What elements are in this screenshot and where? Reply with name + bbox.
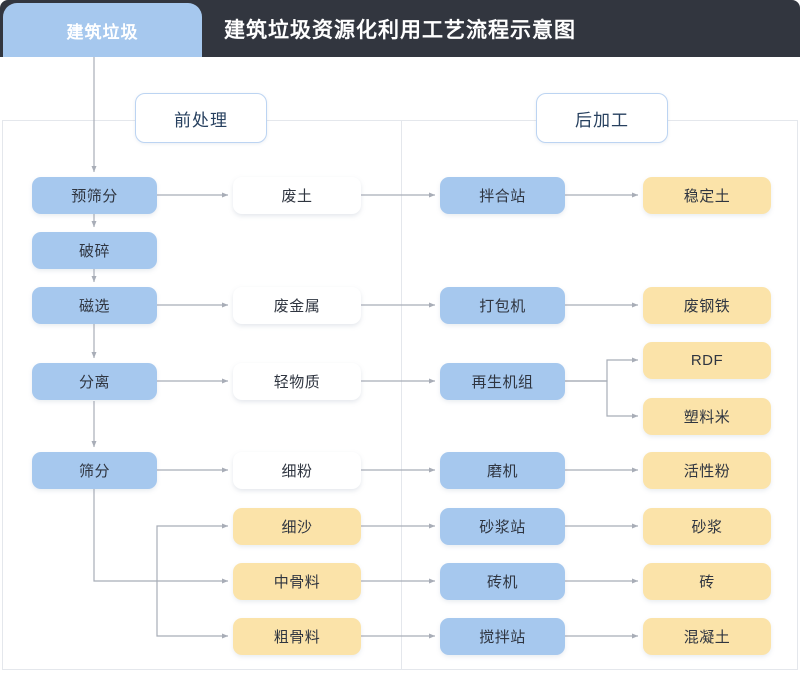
node-separate[interactable]: 分离 (32, 363, 157, 400)
node-scrap-steel[interactable]: 废钢铁 (643, 287, 771, 324)
node-active-powder[interactable]: 活性粉 (643, 452, 771, 489)
node-concrete-station[interactable]: 搅拌站 (440, 618, 565, 655)
page-title: 建筑垃圾资源化利用工艺流程示意图 (224, 18, 576, 42)
node-crush[interactable]: 破碎 (32, 232, 157, 269)
node-fine-sand[interactable]: 细沙 (233, 508, 361, 545)
node-coarse-aggregate[interactable]: 粗骨料 (233, 618, 361, 655)
node-fine-powder[interactable]: 细粉 (233, 452, 361, 489)
node-mortar[interactable]: 砂浆 (643, 508, 771, 545)
node-magnetic[interactable]: 磁选 (32, 287, 157, 324)
node-brick[interactable]: 砖 (643, 563, 771, 600)
node-brick-machine[interactable]: 砖机 (440, 563, 565, 600)
node-pre-screen[interactable]: 预筛分 (32, 177, 157, 214)
node-regen-unit[interactable]: 再生机组 (440, 363, 565, 400)
node-baler[interactable]: 打包机 (440, 287, 565, 324)
node-concrete[interactable]: 混凝土 (643, 618, 771, 655)
section-label-pre-processing: 前处理 (135, 93, 267, 143)
node-mid-aggregate[interactable]: 中骨料 (233, 563, 361, 600)
header-tab-construction-waste: 建筑垃圾 (3, 3, 202, 57)
node-screen[interactable]: 筛分 (32, 452, 157, 489)
node-waste-soil[interactable]: 废土 (233, 177, 361, 214)
node-light-matter[interactable]: 轻物质 (233, 363, 361, 400)
node-stabilized-soil[interactable]: 稳定土 (643, 177, 771, 214)
node-plastic-pellet[interactable]: 塑料米 (643, 398, 771, 435)
node-scrap-metal[interactable]: 废金属 (233, 287, 361, 324)
section-label-post-processing: 后加工 (536, 93, 668, 143)
node-grinder[interactable]: 磨机 (440, 452, 565, 489)
node-rdf[interactable]: RDF (643, 342, 771, 379)
node-mixing-station[interactable]: 拌合站 (440, 177, 565, 214)
node-mortar-station[interactable]: 砂浆站 (440, 508, 565, 545)
